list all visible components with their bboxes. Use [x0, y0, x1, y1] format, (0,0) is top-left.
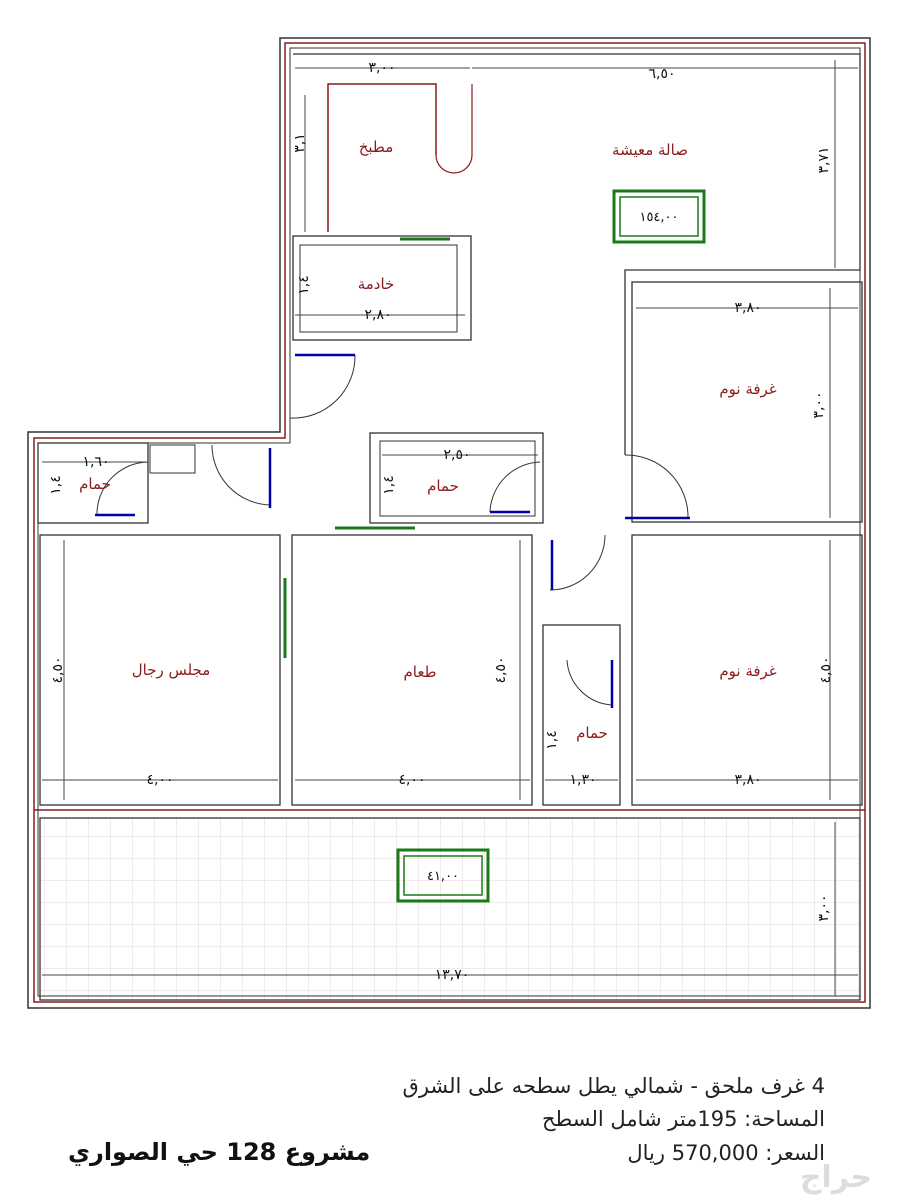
dim-bath-left-width: ١,٦٠: [82, 454, 109, 470]
dim-dining-width: ٤,٠٠: [398, 772, 425, 788]
dim-bath-center-width: ٢,٥٠: [443, 447, 470, 463]
room-bath-small-label: حمام: [576, 724, 608, 742]
roof-terrace: [40, 818, 860, 1000]
dim-living-width: ٦,٥٠: [648, 66, 675, 82]
kitchen-counter: [327, 83, 437, 232]
bedroom-2-room: [631, 534, 863, 806]
area-roof-value: ٤١,٠٠: [427, 869, 459, 884]
dim-majlis-height: ٤,٥٠: [50, 656, 66, 683]
dim-roof-height: ٣,٠٠: [816, 894, 832, 921]
area-box-total: [612, 189, 706, 244]
room-kitchen-label: مطبخ: [359, 138, 394, 156]
dim-maid-width: ٢,٨٠: [364, 307, 391, 323]
dim-dining-height: ٤,٥٠: [493, 656, 509, 683]
room-bath-left-label: حمام: [79, 475, 111, 493]
dim-majlis-width: ٤,٠٠: [146, 772, 173, 788]
dim-right-height-top: ٣,٧١: [816, 146, 832, 173]
outer-wall: [27, 37, 871, 1009]
bath-small-room: [542, 624, 621, 806]
dim-kitchen-width: ٣,٠٠: [368, 60, 395, 76]
room-bath-center-label: حمام: [427, 477, 459, 495]
area-box-roof: [396, 848, 490, 903]
room-maid-label: خادمة: [358, 275, 395, 293]
outer-wall-red: [33, 42, 866, 1003]
majlis-room: [39, 534, 281, 806]
dim-bed2-height: ٤,٥٠: [818, 656, 834, 683]
dim-bath-left-height: ١,٤: [48, 475, 64, 495]
maid-room: [292, 235, 472, 341]
dining-room: [291, 534, 533, 806]
room-living-label: صالة معيشة: [612, 141, 688, 159]
dim-total-width: ١٣,٧٠: [435, 967, 470, 983]
dim-bath-small-height: ١,٤: [544, 730, 560, 750]
dim-bed1-width: ٣,٨٠: [734, 300, 761, 316]
dim-bath-center-height: ١,٤: [381, 475, 397, 495]
bath-center-room: [369, 432, 544, 524]
room-bedroom-2-label: غرفة نوم: [719, 662, 776, 680]
info-area: المساحة: 195متر شامل السطح: [541, 1107, 825, 1131]
watermark-logo: حراج: [799, 1160, 872, 1195]
bath-left-room: [37, 442, 149, 524]
project-title: مشروع 128 حي الصواري: [68, 1138, 371, 1166]
dim-bed2-width: ٣,٨٠: [734, 772, 761, 788]
room-majlis-label: مجلس رجال: [132, 661, 211, 679]
info-price: السعر: 570,000 ريال: [627, 1141, 825, 1165]
info-description: 4 غرف ملحق - شمالي يطل سطحه على الشرق: [402, 1074, 825, 1098]
dim-kitchen-height: ٣,١: [292, 133, 308, 153]
area-total-value: ١٥٤,٠٠: [639, 210, 678, 225]
room-bedroom-1-label: غرفة نوم: [719, 380, 776, 398]
bedroom-1-room: [631, 281, 863, 523]
dim-maid-height: ١,٤: [296, 275, 312, 295]
room-dining-label: طعام: [403, 663, 436, 681]
dim-bed1-height: ٣,٠٠: [811, 391, 827, 418]
dim-bath-small-width: ١,٣٠: [569, 772, 596, 788]
